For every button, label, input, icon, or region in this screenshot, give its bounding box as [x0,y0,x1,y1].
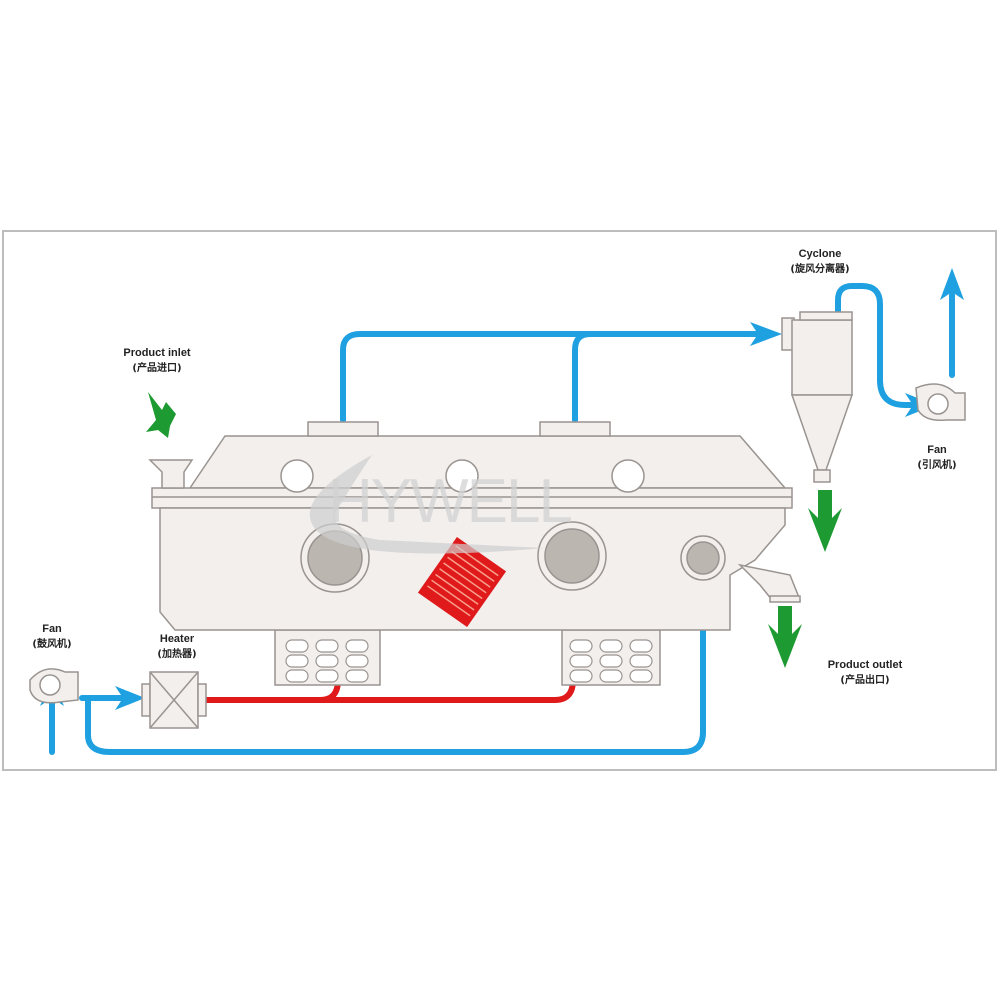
svg-text:(鼓风机): (鼓风机) [32,637,71,650]
cyclone-icon [781,311,854,483]
svg-text:(引风机): (引风机) [917,458,956,471]
svg-text:Fan: Fan [42,623,62,635]
label-product-inlet: Product inlet (产品进口) [123,347,191,374]
arrow-cyclone-discharge [808,490,842,552]
svg-text:Product inlet: Product inlet [123,347,191,359]
label-heater: Heater (加热器) [157,633,196,660]
watermark-text: HYWELL [328,467,571,536]
product-flow-arrows [146,392,842,668]
exhaust-port-right [539,421,611,437]
watermark: HYWELL [309,455,573,554]
exhaust-port-left [307,421,379,437]
fan-icon [915,383,966,422]
label-product-outlet: Product outlet (产品出口) [828,659,903,686]
sight-glass [280,459,314,493]
fan-icon [29,668,79,704]
svg-text:Cyclone: Cyclone [799,248,842,260]
svg-text:Fan: Fan [927,444,947,456]
arrow-to-cyclone [750,322,782,346]
svg-text:Heater: Heater [160,633,195,645]
label-exhaust-fan: Fan (引风机) [917,444,956,471]
svg-text:Product outlet: Product outlet [828,659,903,671]
vibration-motor-icon [285,639,653,683]
vibration-motor [417,536,507,628]
label-cyclone: Cyclone (旋风分离器) [790,248,849,275]
arrow-product-in [146,392,176,438]
arrow-exhaust-up [940,268,964,300]
sight-glass [611,459,645,493]
svg-text:(产品进口): (产品进口) [132,361,181,374]
product-inlet-hopper [148,459,194,489]
sight-glass [445,459,479,493]
arrow-to-heater [115,686,145,710]
arrow-product-out [768,606,802,668]
svg-text:(加热器): (加热器) [157,647,196,660]
label-blower-fan: Fan (鼓风机) [32,623,71,650]
heater-icon [141,671,207,729]
svg-text:(旋风分离器): (旋风分离器) [790,262,849,275]
svg-text:(产品出口): (产品出口) [840,673,889,686]
